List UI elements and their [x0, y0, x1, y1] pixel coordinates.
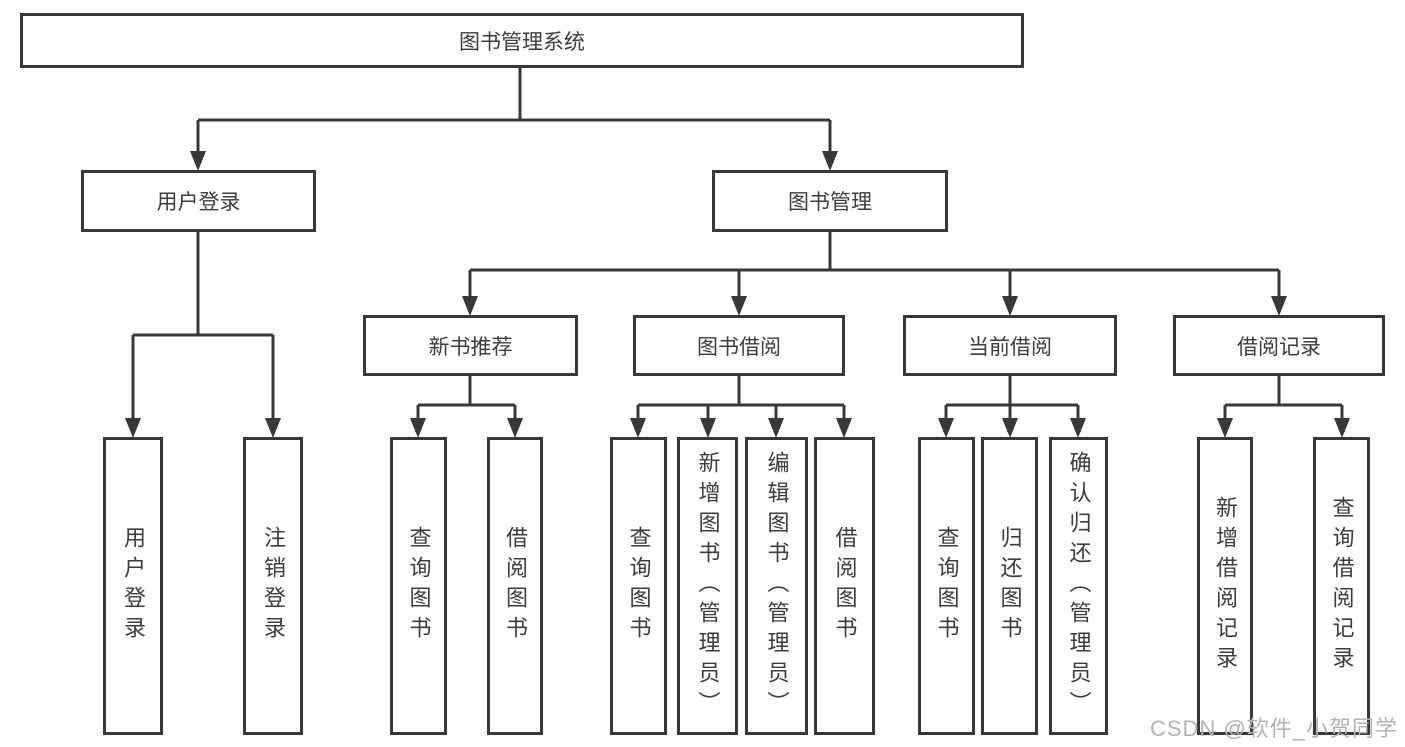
arrowhead — [1334, 418, 1350, 438]
connector-root — [190, 68, 838, 171]
arrowhead — [1271, 296, 1287, 316]
node-user-login: 用户登录 — [81, 170, 316, 232]
leaf-return-books: 归还图书 — [981, 437, 1038, 735]
leaf-label: 借阅图书 — [503, 526, 528, 646]
leaf-label: 归还图书 — [997, 526, 1023, 646]
node-book-borrowing: 图书借阅 — [633, 315, 845, 376]
connector-records — [1217, 376, 1350, 438]
arrowhead — [507, 418, 523, 438]
arrowhead — [1217, 418, 1233, 438]
node-new-book-recommend: 新书推荐 — [363, 315, 578, 376]
node-library-management-system: 图书管理系统 — [20, 13, 1024, 68]
csdn-watermark: CSDN @软件_小贺同学 — [1150, 716, 1399, 741]
connector-new-rec — [410, 376, 523, 438]
leaf-label: 用户登录 — [121, 526, 146, 646]
leaf-query-books-borrowing: 查询图书 — [610, 437, 667, 735]
node-current-borrowing: 当前借阅 — [903, 315, 1117, 376]
connector-current-borrow — [938, 376, 1086, 438]
leaf-query-borrow-record: 查询借阅记录 — [1313, 437, 1370, 735]
leaf-label: 查询图书 — [934, 526, 960, 646]
arrowhead — [938, 418, 954, 438]
leaf-label: 编辑图书（管理员） — [764, 451, 790, 721]
node-book-management: 图书管理 — [712, 170, 948, 232]
node-borrowing-records: 借阅记录 — [1173, 315, 1385, 376]
leaf-user-login: 用户登录 — [103, 437, 163, 735]
leaf-label: 借阅图书 — [832, 526, 858, 646]
leaf-edit-books-admin: 编辑图书（管理员） — [745, 437, 808, 735]
arrowhead — [1002, 296, 1018, 316]
leaf-label: 查询图书 — [406, 526, 432, 646]
arrowhead — [1002, 418, 1018, 438]
arrowhead — [190, 151, 206, 171]
leaf-label: 注销登录 — [261, 526, 286, 646]
leaf-borrow-books-recommend: 借阅图书 — [487, 437, 543, 735]
leaf-query-books-current: 查询图书 — [918, 437, 975, 735]
leaf-label: 确认归还（管理员） — [1066, 451, 1092, 721]
arrowhead — [1070, 418, 1086, 438]
leaf-add-borrow-record: 新增借阅记录 — [1197, 437, 1253, 735]
arrowhead — [836, 418, 852, 438]
arrowhead — [768, 418, 784, 438]
connector-book-mgmt — [462, 232, 1287, 316]
leaf-label: 查询借阅记录 — [1329, 496, 1355, 676]
arrowhead — [410, 418, 426, 438]
connector-user-login — [125, 232, 281, 438]
arrowhead — [700, 418, 716, 438]
leaf-query-books-recommend: 查询图书 — [390, 437, 447, 735]
arrowhead — [630, 418, 646, 438]
connector-book-borrow — [630, 376, 852, 438]
arrowhead — [731, 296, 747, 316]
leaf-add-books-admin: 新增图书（管理员） — [677, 437, 738, 735]
leaf-label: 新增借阅记录 — [1213, 496, 1238, 676]
leaf-borrow-books: 借阅图书 — [814, 437, 875, 735]
arrowhead — [822, 151, 838, 171]
leaf-logout: 注销登录 — [243, 437, 303, 735]
arrowhead — [265, 418, 281, 438]
arrowhead — [125, 418, 141, 438]
leaf-label: 查询图书 — [626, 526, 652, 646]
leaf-label: 新增图书（管理员） — [695, 451, 721, 721]
leaf-confirm-return-admin: 确认归还（管理员） — [1049, 437, 1108, 735]
arrowhead — [462, 296, 478, 316]
